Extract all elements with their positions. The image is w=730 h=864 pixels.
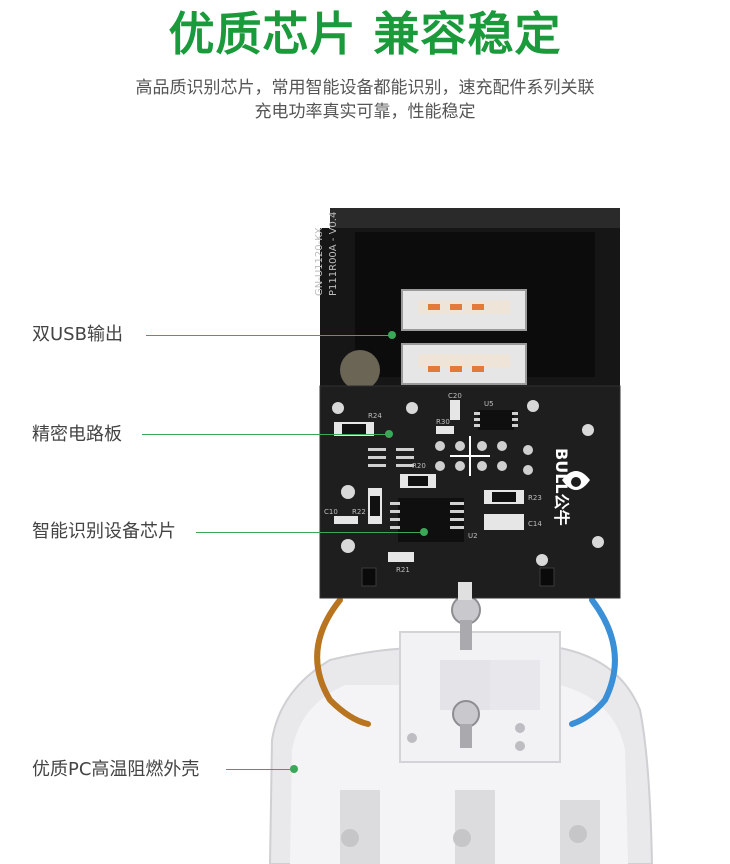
callout-housing-line <box>226 769 292 770</box>
via-grid <box>435 441 533 475</box>
callout-dual-usb-dot <box>388 331 396 339</box>
silk-r23: R23 <box>528 494 542 502</box>
silk-c14: C14 <box>528 520 542 528</box>
callout-chip-label: 智能识别设备芯片 <box>32 521 176 542</box>
subtitle-line-1: 高品质识别芯片，常用智能设备都能识别，速充配件系列关联 <box>135 78 595 98</box>
silk-c20: C20 <box>448 392 462 400</box>
silk-u5: U5 <box>484 400 494 408</box>
usb-port-top <box>401 289 527 331</box>
silk-r21: R21 <box>396 566 410 574</box>
brown-wire <box>314 597 371 727</box>
callout-chip-line <box>196 532 422 533</box>
blue-wire <box>569 597 618 727</box>
page-title: 优质芯片 兼容稳定 <box>168 7 562 61</box>
silk-c10: C10 <box>324 508 338 516</box>
silk-r30: R30 <box>436 418 450 426</box>
callout-housing-dot <box>290 765 298 773</box>
callout-pcb-dot <box>385 430 393 438</box>
bull-logo <box>562 471 590 490</box>
silk-r20: R20 <box>412 462 426 470</box>
callout-chip-dot <box>420 528 428 536</box>
callout-housing-label: 优质PC高温阻燃外壳 <box>32 759 200 780</box>
brand-text: BULL公牛 <box>552 448 571 526</box>
usb-port-bottom <box>401 343 527 385</box>
terminal-block <box>399 631 561 763</box>
callout-pcb-label: 精密电路板 <box>32 424 122 445</box>
screw-bottom <box>452 700 480 748</box>
pcb-board: R24 C20 U5 R30 R20 R23 C10 R22 C14 U2 R2… <box>319 385 621 600</box>
callout-dual-usb-line <box>146 335 392 336</box>
silk-u2: U2 <box>468 532 478 540</box>
screw-top <box>451 595 481 650</box>
callout-dual-usb-label: 双USB输出 <box>32 324 123 345</box>
subtitle-line-2: 充电功率真实可靠，性能稳定 <box>254 102 476 122</box>
chip-u2 <box>390 498 464 542</box>
callout-pcb-line <box>142 434 387 435</box>
silk-r24: R24 <box>368 412 382 420</box>
chip-u5 <box>474 410 518 430</box>
pcb-model-1: GN-U1120-KX <box>314 227 325 296</box>
pcb-model-2: P111R00A - V0.4 <box>328 212 339 296</box>
silk-r22: R22 <box>352 508 366 516</box>
